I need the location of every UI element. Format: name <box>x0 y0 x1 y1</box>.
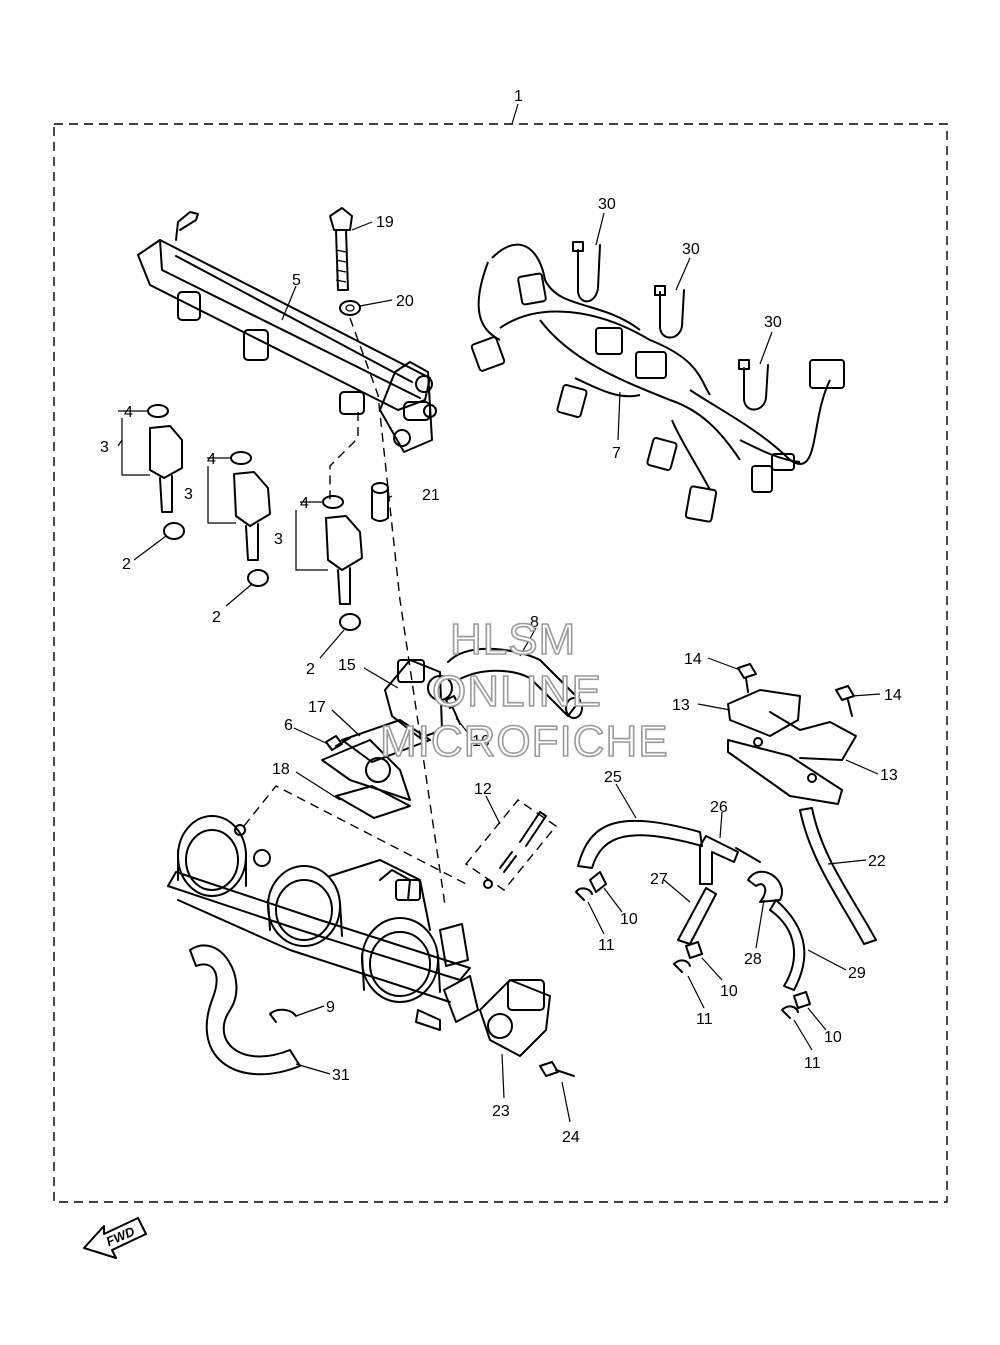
watermark: HLSM ONLINE MICROFICHE <box>379 614 669 767</box>
isc-valve-15 <box>384 659 453 739</box>
callout-4-c: 4 <box>300 495 309 512</box>
screw-24 <box>539 1061 575 1077</box>
callout-17: 17 <box>308 699 326 716</box>
callout-11-c: 11 <box>804 1055 821 1072</box>
callout-4-a: 4 <box>124 404 133 421</box>
callout-28: 28 <box>744 951 762 968</box>
callout-19: 19 <box>376 214 394 231</box>
callout-3-b: 3 <box>184 486 193 503</box>
callout-9: 9 <box>326 999 335 1016</box>
adjust-screw-set <box>464 799 558 891</box>
callout-30-c: 30 <box>764 314 782 331</box>
callout-10-c: 10 <box>824 1029 842 1046</box>
hose-8 <box>447 647 583 719</box>
wire-harness <box>470 243 845 523</box>
clamp-9 <box>269 1008 297 1023</box>
callout-10-b: 10 <box>720 983 738 1000</box>
callout-10-a: 10 <box>620 911 638 928</box>
callout-31: 31 <box>332 1067 350 1084</box>
harness-clip-3 <box>743 364 769 411</box>
callout-2-c: 2 <box>306 661 315 678</box>
callout-4-b: 4 <box>207 451 216 468</box>
hose-31 <box>189 944 301 1076</box>
watermark-line-1: HLSM <box>450 615 576 664</box>
washer-20 <box>339 300 361 316</box>
clamp-11-a <box>575 887 593 901</box>
callout-16: 16 <box>472 733 490 750</box>
callout-11-b: 11 <box>696 1011 713 1028</box>
callout-13-a: 13 <box>672 697 690 714</box>
cap-10-a <box>589 871 607 893</box>
watermark-line-3: MICROFICHE <box>380 717 669 766</box>
callout-29: 29 <box>848 965 866 982</box>
hose-25 <box>577 819 703 869</box>
watermark-line-2: ONLINE <box>432 667 602 716</box>
hose-28 <box>747 870 783 903</box>
callout-22: 22 <box>868 853 886 870</box>
plate-17 <box>321 719 431 801</box>
callout-11-a: 11 <box>598 937 615 954</box>
callout-27: 27 <box>650 871 668 888</box>
callout-30-b: 30 <box>682 241 700 258</box>
joint-26 <box>699 835 761 885</box>
callout-3-c: 3 <box>274 531 283 548</box>
callout-24: 24 <box>562 1129 580 1146</box>
callout-20: 20 <box>396 293 414 310</box>
clamp-11-c <box>781 1005 799 1019</box>
callout-2-b: 2 <box>212 609 221 626</box>
callout-15: 15 <box>338 657 356 674</box>
throttle-position-sensor <box>479 979 551 1057</box>
throttle-body <box>167 785 479 1031</box>
leader-lines <box>117 103 881 1123</box>
harness-clip-2 <box>659 289 685 339</box>
callout-18: 18 <box>272 761 290 778</box>
collar-21 <box>371 482 389 522</box>
cap-10-b <box>685 941 703 959</box>
screw-14-right <box>835 685 855 717</box>
callout-1: 1 <box>514 88 523 105</box>
callout-6: 6 <box>284 717 293 734</box>
callout-14-a: 14 <box>684 651 702 668</box>
hose-22 <box>799 807 877 945</box>
bracket-13 <box>727 689 857 805</box>
callout-5: 5 <box>292 272 301 289</box>
fuel-rail <box>137 211 437 453</box>
injector-3 <box>322 495 363 631</box>
callout-3-a: 3 <box>100 439 109 456</box>
callout-26: 26 <box>710 799 728 816</box>
assembly-boundary <box>53 123 948 1203</box>
callout-25: 25 <box>604 769 622 786</box>
callout-30-a: 30 <box>598 196 616 213</box>
forward-arrow-icon: FWD <box>83 1217 147 1259</box>
injector-1 <box>147 404 185 540</box>
injector-2 <box>230 451 271 587</box>
callout-12: 12 <box>474 781 492 798</box>
hose-29 <box>769 899 806 991</box>
bolt-19 <box>329 207 353 291</box>
callout-23: 23 <box>492 1103 510 1120</box>
hose-27 <box>677 887 717 945</box>
callout-14-b: 14 <box>884 687 902 704</box>
callout-8: 8 <box>530 614 539 631</box>
callouts: 1 2 2 2 3 3 3 4 4 4 5 6 7 8 9 10 10 10 1… <box>100 88 902 1146</box>
cap-10-c <box>793 991 811 1009</box>
callout-2-a: 2 <box>122 556 131 573</box>
callout-7: 7 <box>612 445 621 462</box>
screw-14-left <box>737 663 757 693</box>
clamp-11-b <box>673 959 691 973</box>
callout-13-b: 13 <box>880 767 898 784</box>
callout-21: 21 <box>422 487 440 504</box>
harness-clip-1 <box>577 244 601 303</box>
gasket-18 <box>335 785 411 819</box>
screw-6 <box>325 735 351 751</box>
